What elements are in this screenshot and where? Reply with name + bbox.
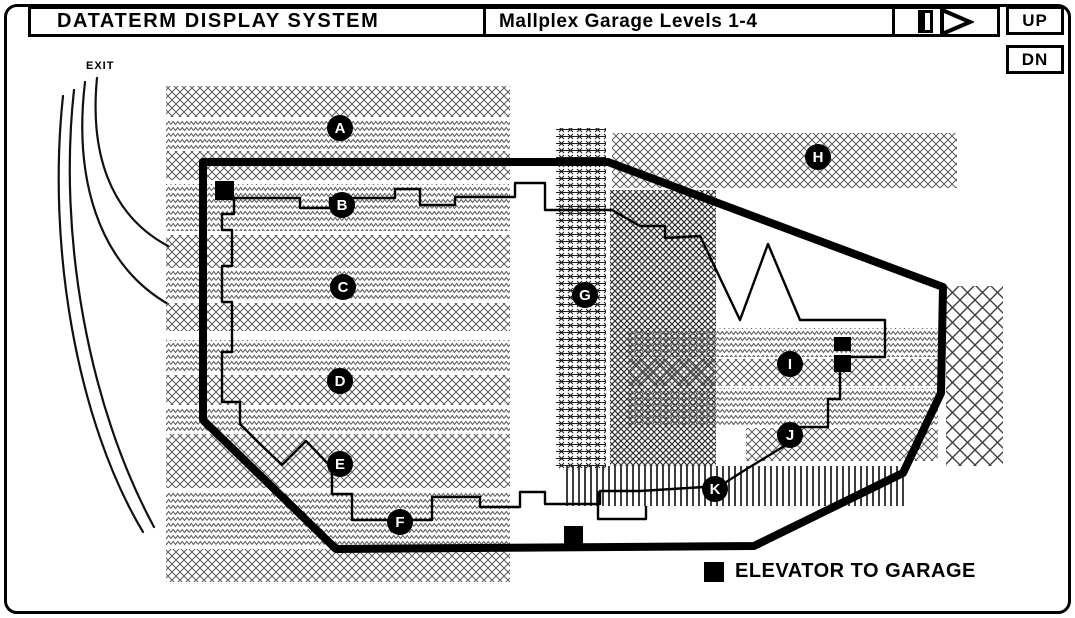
route-path-thin: [220, 181, 887, 522]
exit-ramp-curves: [57, 76, 170, 534]
elevator-marker: [834, 337, 851, 351]
zone-label-f: F: [387, 509, 413, 535]
down-button[interactable]: DN: [1006, 45, 1064, 74]
elevator-marker: [564, 526, 583, 545]
parking-rows-left: [166, 86, 510, 582]
zone-label-g: G: [572, 282, 598, 308]
elevator-marker: [834, 355, 851, 372]
titlebar: DATATERM DISPLAY SYSTEM Mallplex Garage …: [28, 6, 1000, 37]
legend-elevator: ELEVATOR TO GARAGE: [704, 560, 976, 583]
legend-label: ELEVATOR TO GARAGE: [735, 560, 976, 582]
zone-label-k: K: [702, 476, 728, 502]
zone-label-j: J: [777, 422, 803, 448]
zone-label-d: D: [327, 368, 353, 394]
page-bar-icon: [918, 10, 933, 33]
elevator-marker: [215, 181, 234, 200]
zone-label-b: B: [329, 192, 355, 218]
outer-hatch-right: [946, 286, 1003, 466]
page-title: Mallplex Garage Levels 1-4: [486, 9, 895, 34]
zone-label-e: E: [327, 451, 353, 477]
page-forward-icon[interactable]: [895, 6, 997, 37]
zone-label-i: I: [777, 351, 803, 377]
system-title: DATATERM DISPLAY SYSTEM: [31, 9, 486, 34]
forward-arrow-icon: [940, 6, 974, 37]
elevator-icon: [704, 561, 724, 582]
zone-label-a: A: [327, 115, 353, 141]
up-button[interactable]: UP: [1006, 6, 1064, 35]
zone-label-c: C: [330, 274, 356, 300]
parking-rows-right: [566, 133, 957, 506]
exit-label: EXIT: [86, 60, 115, 72]
zone-label-h: H: [805, 144, 831, 170]
route-outline-thick: [199, 158, 947, 553]
